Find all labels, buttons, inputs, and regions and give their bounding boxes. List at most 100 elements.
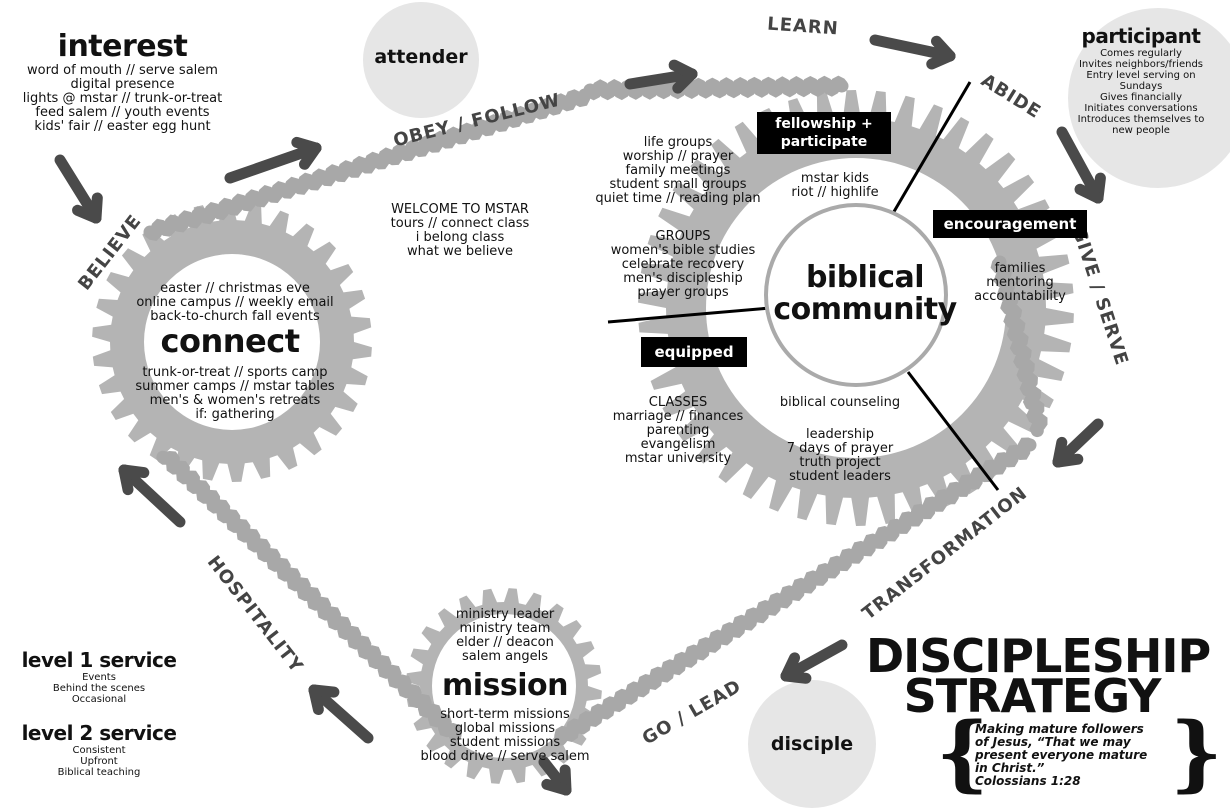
encouragement-box: encouragement (933, 210, 1087, 238)
biblical-community-circle (764, 203, 948, 387)
service-line: Events (82, 672, 116, 683)
leadership-item: student leaders (789, 469, 891, 484)
biblical-counseling: biblical counseling (779, 395, 901, 410)
chain-segment (554, 437, 1037, 746)
encouragement-item: mentoring (986, 275, 1054, 290)
fellowship-box-line2: participate (780, 134, 868, 150)
group-item: men's discipleship (623, 271, 743, 286)
chain-segment (583, 75, 849, 101)
mission-line: ministry team (459, 621, 551, 636)
class-item: evangelism (640, 437, 716, 452)
flow-arrow-icon (118, 464, 186, 528)
mission-line: blood drive // serve salem (420, 749, 590, 764)
right-brace-icon: } (1170, 705, 1223, 801)
participant-line: Sundays (1119, 81, 1163, 92)
flow-arrow-icon (869, 34, 956, 70)
welcome-line: i belong class (415, 230, 505, 245)
service-line: Upfront (80, 756, 118, 767)
chain-segment (990, 255, 1048, 438)
group-item: celebrate recovery (621, 257, 745, 272)
life-group-item: student small groups (609, 177, 747, 192)
service-line: Occasional (71, 694, 127, 705)
mission-line: student missions (449, 735, 561, 750)
quote-line: Colossians 1:28 (975, 774, 1081, 788)
participant-line: new people (1112, 125, 1170, 136)
quote-line: present everyone mature (975, 748, 1148, 762)
flow-arrow-icon (1052, 418, 1104, 468)
participant-bubble (1068, 8, 1230, 188)
quote-line: Making mature followers (975, 722, 1144, 736)
flow-arrow-icon (308, 684, 374, 744)
interest-line: feed salem // youth events (35, 105, 210, 120)
strategy-title-line2: STRATEGY (903, 669, 1162, 723)
life-group-item: quiet time // reading plan (595, 191, 761, 206)
left-brace-icon: { (936, 705, 989, 801)
class-item: CLASSES (648, 395, 708, 410)
chain-segment (156, 450, 462, 742)
mission-title: mission (441, 668, 569, 703)
community-title-line1: biblical (805, 260, 925, 295)
mission-line: global missions (454, 721, 556, 736)
connect-line: online campus // weekly email (136, 295, 334, 310)
class-item: parenting (646, 423, 710, 438)
interest-title: interest (57, 29, 188, 64)
connect-line: back-to-church fall events (150, 309, 320, 324)
participant-title: participant (1081, 24, 1201, 48)
participant-line: Entry level serving on (1086, 70, 1196, 81)
strategy-title-line1: DISCIPLESHIP (866, 629, 1211, 683)
group-item: prayer groups (637, 285, 729, 300)
disciple-bubble (748, 680, 876, 808)
connect-title: connect (160, 322, 300, 360)
mstar-kids-item: mstar kids (800, 171, 870, 186)
welcome-line: what we believe (407, 244, 513, 259)
life-group-item: family meetings (625, 163, 731, 178)
divider-line-left (607, 306, 771, 324)
flow-arrow-icon (1056, 126, 1106, 204)
leadership-item: 7 days of prayer (786, 441, 894, 456)
attender-label: attender (374, 46, 468, 68)
strategy-title: DISCIPLESHIP STRATEGY (866, 629, 1211, 723)
flow-arrow-icon (538, 756, 572, 796)
interest-line: word of mouth // serve salem (27, 63, 218, 78)
mission-line: short-term missions (440, 707, 570, 722)
group-item: GROUPS (655, 229, 711, 244)
participant-line: Invites neighbors/friends (1078, 59, 1203, 70)
connect-line: trunk-or-treat // sports camp (142, 365, 328, 380)
class-item: mstar university (624, 451, 732, 466)
attender-bubble (363, 2, 479, 118)
leadership-item: truth project (799, 455, 881, 470)
encouragement-item: families (994, 261, 1046, 276)
life-group-item: life groups (643, 135, 713, 150)
divider-line-upper (890, 81, 972, 216)
connect-line: easter // christmas eve (160, 281, 310, 296)
service-line: Behind the scenes (52, 683, 146, 694)
quote-line: of Jesus, “That we may (975, 735, 1131, 749)
flow-arrow-icon (54, 154, 103, 224)
service-level-1-title: level 1 service (21, 648, 177, 672)
interest-line: lights @ mstar // trunk-or-treat (22, 91, 223, 106)
flow-arrow-icon (624, 59, 698, 94)
mission-line: salem angels (462, 649, 548, 664)
participant-line: Initiates conversations (1084, 103, 1198, 114)
equipped-box: equipped (641, 337, 747, 367)
mission-line: ministry leader (455, 607, 555, 622)
interest-line: kids' fair // easter egg hunt (34, 119, 211, 134)
service-line: Biblical teaching (57, 767, 141, 778)
biblical-community-title: biblical community (770, 262, 960, 326)
flow-arrow-icon (224, 136, 322, 184)
participant-line: Comes regularly (1100, 48, 1182, 59)
